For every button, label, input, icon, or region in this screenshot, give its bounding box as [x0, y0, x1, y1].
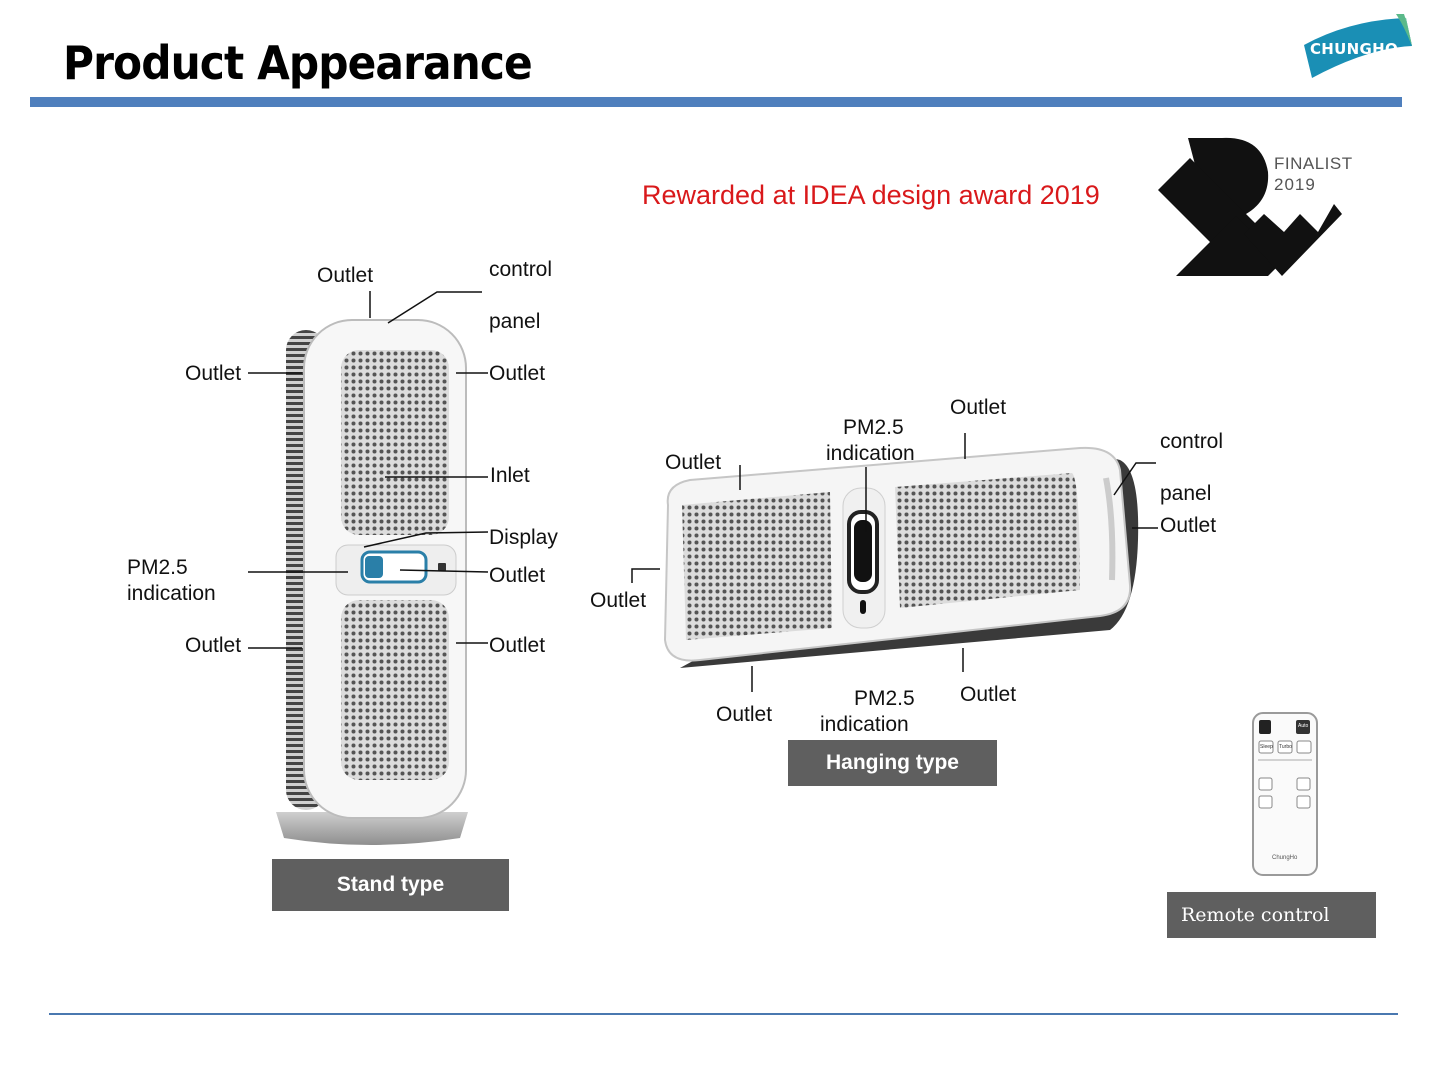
hanging-label-pm-top: PM2.5: [843, 416, 904, 439]
remote-btn-turbo: Turbo: [1279, 744, 1292, 750]
stand-label-display: Display: [489, 526, 558, 549]
hanging-label-bottom-right-outlet: Outlet: [960, 683, 1017, 706]
page-title: Product Appearance: [63, 36, 533, 90]
stand-label-right-outlet-upper: Outlet: [489, 362, 546, 385]
stand-label-pm: PM2.5: [127, 556, 188, 579]
stand-label-left-outlet-lower: Outlet: [185, 634, 242, 657]
stand-label-left-outlet-upper: Outlet: [185, 362, 242, 385]
hanging-label-pm-bottom: PM2.5: [854, 687, 915, 710]
stand-leader-lines: [248, 291, 489, 649]
remote-btn-sleep: Sleep: [1260, 744, 1273, 750]
hanging-label-bottom-left-outlet: Outlet: [716, 703, 773, 726]
stand-label-right-outlet-lower: Outlet: [489, 634, 546, 657]
badge-finalist: FINALIST: [1274, 154, 1353, 173]
footer-rule: [49, 1013, 1398, 1015]
stand-label-panel: panel: [489, 310, 541, 333]
hanging-label-top-outlet: Outlet: [950, 396, 1007, 419]
hanging-label-right-outlet: Outlet: [1160, 514, 1217, 537]
hanging-purifier: [663, 446, 1139, 668]
header-rule: [30, 97, 1402, 107]
remote-control-caption: Remote control: [1167, 892, 1376, 938]
stand-type-caption: Stand type: [272, 859, 509, 911]
badge-year: 2019: [1274, 175, 1316, 194]
hanging-label-control: control: [1160, 430, 1224, 453]
remote-device: [1252, 712, 1318, 876]
hanging-label-indication-bottom: indication: [820, 713, 909, 736]
hanging-label-left-outlet: Outlet: [590, 589, 647, 612]
stand-purifier: [276, 319, 468, 845]
hanging-label-indication-top: indication: [826, 442, 915, 465]
stand-label-inlet: Inlet: [490, 464, 530, 487]
hanging-label-left-top-outlet: Outlet: [665, 451, 722, 474]
stand-label-right-outlet-mid: Outlet: [489, 564, 546, 587]
hanging-type-caption: Hanging type: [788, 740, 997, 786]
award-text: Rewarded at IDEA design award 2019: [642, 180, 1100, 210]
remote-btn-auto: Auto: [1298, 723, 1309, 729]
hanging-label-panel: panel: [1160, 482, 1212, 505]
stand-label-control: control: [489, 258, 553, 281]
logo-text: CHUNGHO: [1310, 40, 1399, 58]
remote-brand: ChungHo: [1272, 855, 1298, 861]
stand-label-indication: indication: [127, 582, 216, 605]
stand-label-top-outlet: Outlet: [317, 264, 374, 287]
